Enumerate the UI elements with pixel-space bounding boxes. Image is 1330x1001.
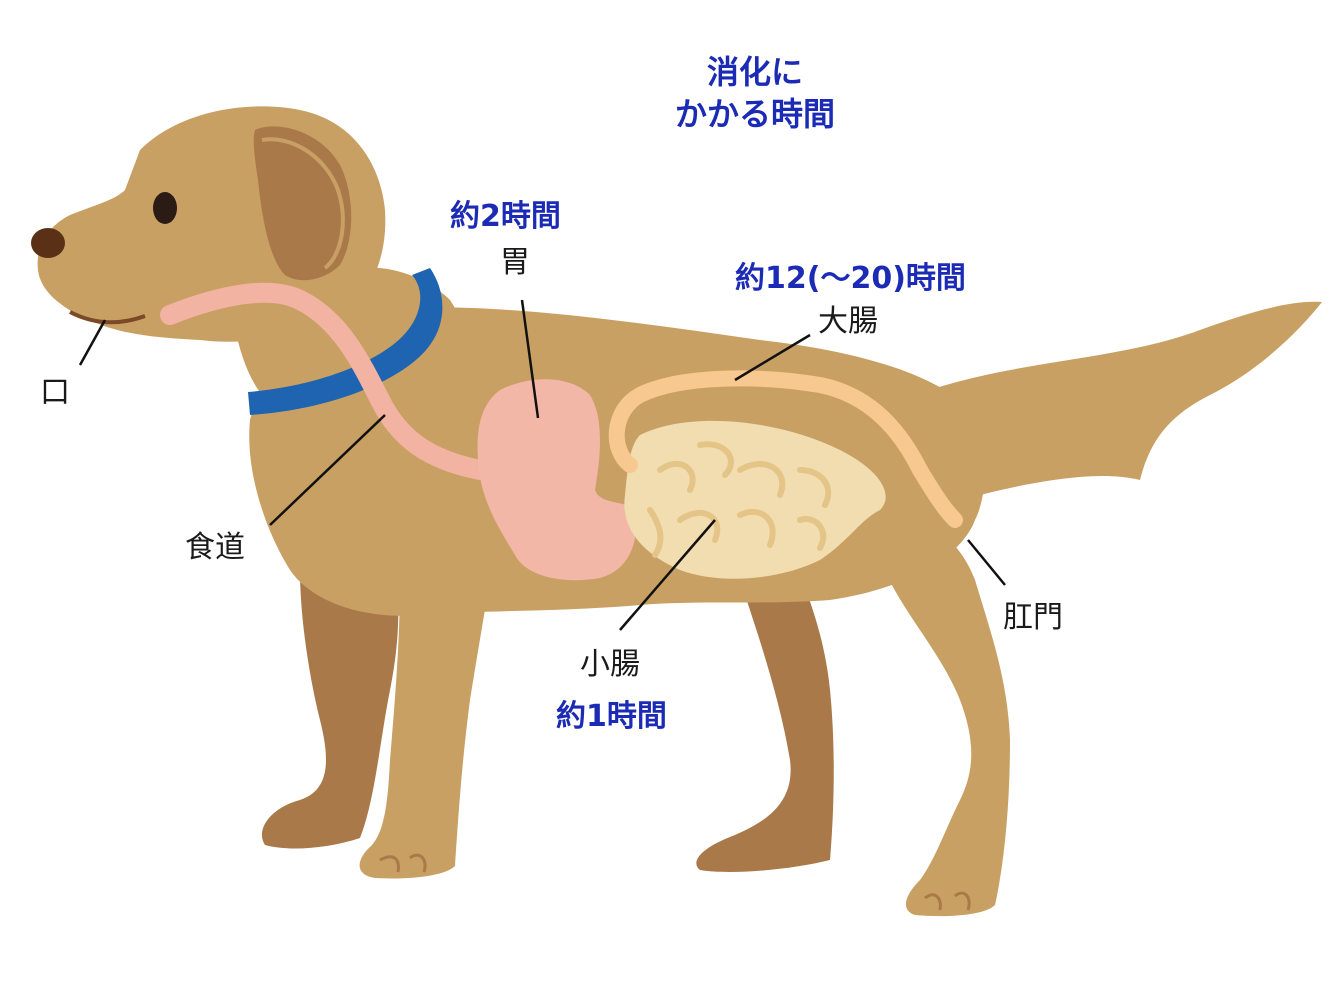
label-mouth: 口 [40,375,70,410]
leader-esophagus [269,414,386,526]
label-anus: 肛門 [1003,600,1063,635]
label-small-intestine: 小腸 [580,647,640,682]
esophagus-organ [160,282,490,480]
time-large-intestine: 約12(～20)時間 [735,261,966,296]
back-left-leg [261,570,399,849]
eye [153,192,177,224]
ear [253,126,352,281]
leader-small-intestine [619,519,716,631]
ear-inner [261,137,345,270]
leader-lines [78,299,1006,631]
small-intestine-coils [647,441,832,558]
leader-anus [967,539,1006,586]
collar [248,268,443,415]
hind-right-paw-shade-2 [954,891,971,911]
front-left-leg [359,580,490,879]
heading-line-2: かかる時間 [674,94,835,133]
label-esophagus: 食道 [185,530,245,565]
leader-mouth [78,319,107,366]
diagram-heading: 消化に かかる時間 [650,52,860,135]
leader-large-intestine [734,333,811,382]
nose [31,228,65,258]
back-right-leg [696,575,834,872]
leader-stomach [520,299,540,419]
front-left-paw-shade [379,855,400,873]
hind-right-paw-shade [924,893,942,911]
hind-right-leg [880,520,1010,917]
front-left-paw-shade-2 [409,853,427,873]
heading-line-1: 消化に [706,53,803,91]
large-intestine-organ [608,370,963,528]
time-stomach: 約2時間 [450,199,561,234]
tail [930,301,1322,495]
label-large-intestine: 大腸 [818,304,878,339]
stomach-organ [477,379,637,581]
time-small-intestine: 約1時間 [556,699,667,734]
mouth-line [69,310,146,325]
label-stomach: 胃 [500,245,530,280]
